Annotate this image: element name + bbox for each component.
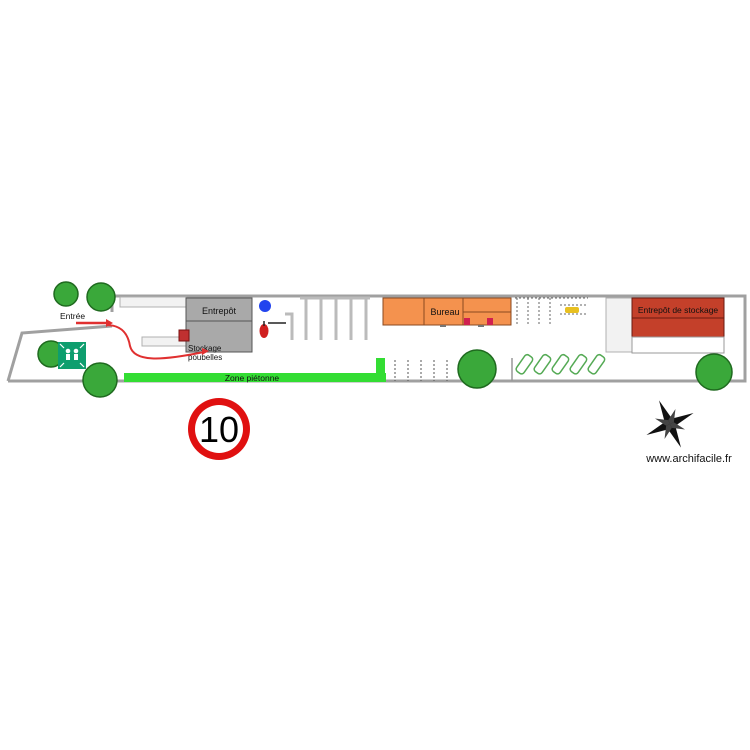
pedestrian-zone-label: Zone piétonne <box>225 373 280 383</box>
vehicles <box>515 353 606 375</box>
vehicle-icon <box>587 353 606 375</box>
trees <box>37 281 733 398</box>
tree-icon <box>695 353 733 391</box>
speed-limit-value: 10 <box>199 409 239 450</box>
stockage-label-line2: poubelles <box>188 353 222 362</box>
driveway-top <box>119 296 187 308</box>
bureau-label: Bureau <box>430 307 459 317</box>
speed-limit-sign-icon: 10 <box>188 398 250 460</box>
traffic-route-head <box>202 348 209 355</box>
vehicle-icon <box>551 353 570 375</box>
traffic-route <box>105 324 205 360</box>
bin-storage-marker[interactable] <box>178 329 190 342</box>
vehicle-icon <box>515 353 534 375</box>
pedestrian-zone[interactable]: Zone piétonne <box>124 358 386 383</box>
stockage-label-line1: Stockage <box>188 344 222 353</box>
tree-icon <box>53 281 79 307</box>
assembly-point-icon <box>58 342 86 369</box>
compass-rose-icon <box>646 400 694 448</box>
fire-extinguisher-icon <box>487 318 493 325</box>
parking-bays-lower <box>394 360 448 381</box>
fire-extinguisher-icon <box>259 321 286 338</box>
entrepot-label: Entrepôt <box>202 306 237 316</box>
water-point-icon <box>259 300 271 312</box>
vehicle-icon <box>533 353 552 375</box>
tree-icon <box>457 349 497 389</box>
tree-icon <box>86 282 116 312</box>
fire-extinguisher-icon <box>464 318 470 325</box>
entrepot-stockage-label: Entrepôt de stockage <box>638 305 719 315</box>
website-credit[interactable]: www.archifacile.fr <box>645 453 732 465</box>
parking-bays-dashed <box>515 297 588 324</box>
entree-label: Entrée <box>60 311 85 321</box>
storage-annex <box>605 297 633 353</box>
parking-bays-grey <box>285 296 370 340</box>
vehicle-icon <box>565 307 579 313</box>
tree-icon <box>82 362 118 398</box>
vehicle-icon <box>569 353 588 375</box>
entrepot-building[interactable]: Entrepôt <box>185 297 253 353</box>
entrepot-stockage-building[interactable]: Entrepôt de stockage <box>631 297 725 354</box>
